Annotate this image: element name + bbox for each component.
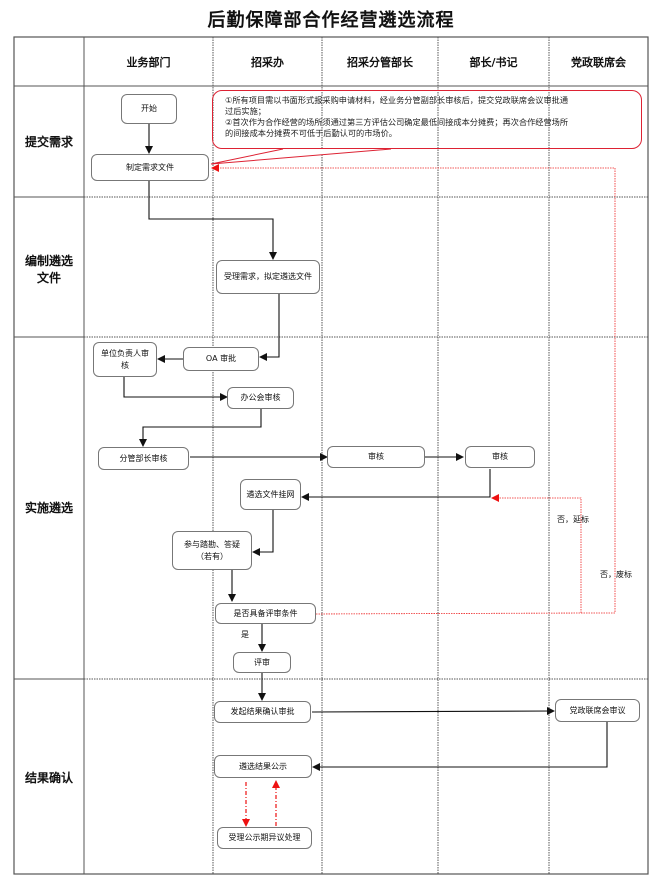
header-joint-meeting: 党政联席会 [571,56,626,69]
node-evaluation[interactable]: 评审 [233,652,291,673]
node-joint-meeting-review[interactable]: 党政联席会审议 [555,699,640,722]
lane-compile: 编制遴选 文件 [14,253,84,287]
edge-label-no-delay: 否，延标 [557,515,589,524]
edge-director-to-publish [301,469,491,501]
edge-no-cancel-return [211,164,616,614]
header-business-dept: 业务部门 [126,56,171,69]
lane-compile-line2: 文件 [36,271,61,285]
lane-submit: 提交需求 [24,135,73,149]
edge-label-yes: 是 [241,630,249,639]
node-start[interactable]: 开始 [121,94,177,124]
edge-publish-to-sitevisit [252,510,274,556]
note-line: 的间接成本分摊费不可低于后勤认可的市场价。 [225,128,397,138]
edge-joint-to-announcement [312,722,608,771]
node-deputy-head-review[interactable]: 分管部长审核 [98,447,189,470]
node-procurement-deputy-review[interactable]: 审核 [327,446,425,468]
node-office-meeting-review[interactable]: 办公会审核 [227,387,294,409]
lane-compile-line1: 编制遴选 [24,254,73,268]
node-objection-handling[interactable]: 受理公示期异议处理 [217,827,312,849]
lane-implement: 实施遴选 [24,501,73,515]
header-procurement-office: 招采办 [251,56,284,69]
swimlane-grid [13,36,649,875]
edge-office-to-deputy [139,409,262,447]
page-title: 后勤保障部合作经营遴选流程 [207,10,455,31]
edge-label-no-cancel: 否，废标 [600,570,632,579]
edge-accept-to-oa [259,294,280,361]
edge-draft-to-accept [148,181,277,260]
node-result-announcement[interactable]: 遴选结果公示 [214,755,312,778]
note-line: 过后实施； [225,106,266,116]
node-eligibility-check[interactable]: 是否具备评审条件 [215,603,316,624]
note-callout: ①所有项目需以书面形式报采购申请材料，经业务分管副部长审核后，提交党政联席会议审… [212,90,642,149]
edge-confirmation-to-joint [311,707,555,716]
header-director-secretary: 部长/书记 [469,56,518,69]
node-draft-requirements[interactable]: 制定需求文件 [91,154,209,181]
node-result-confirmation[interactable]: 发起结果确认审批 [214,701,311,723]
node-publish-documents[interactable]: 遴选文件挂网 [240,479,301,510]
table-border [13,36,649,875]
edge-unithead-to-office [123,377,228,401]
node-director-review[interactable]: 审核 [465,446,535,468]
header-procurement-deputy: 招采分管部长 [347,56,413,69]
node-site-visit[interactable]: 参与踏勘、答疑（若有） [172,531,252,570]
note-line: ①所有项目需以书面形式报采购申请材料，经业务分管副部长审核后，提交党政联席会议审… [225,95,569,105]
node-oa-approval[interactable]: OA 审批 [183,347,259,371]
lane-confirm: 结果确认 [24,771,73,785]
edge-no-delay-return [315,494,582,615]
note-callout-tail [210,148,392,165]
node-unit-head-review[interactable]: 单位负责人审核 [93,342,157,377]
node-accept-requirements[interactable]: 受理需求，拟定遴选文件 [216,260,320,294]
note-line: ②首次作为合作经营的场所须通过第三方评估公司确定最低间接成本分摊费；再次合作经营… [225,117,569,127]
